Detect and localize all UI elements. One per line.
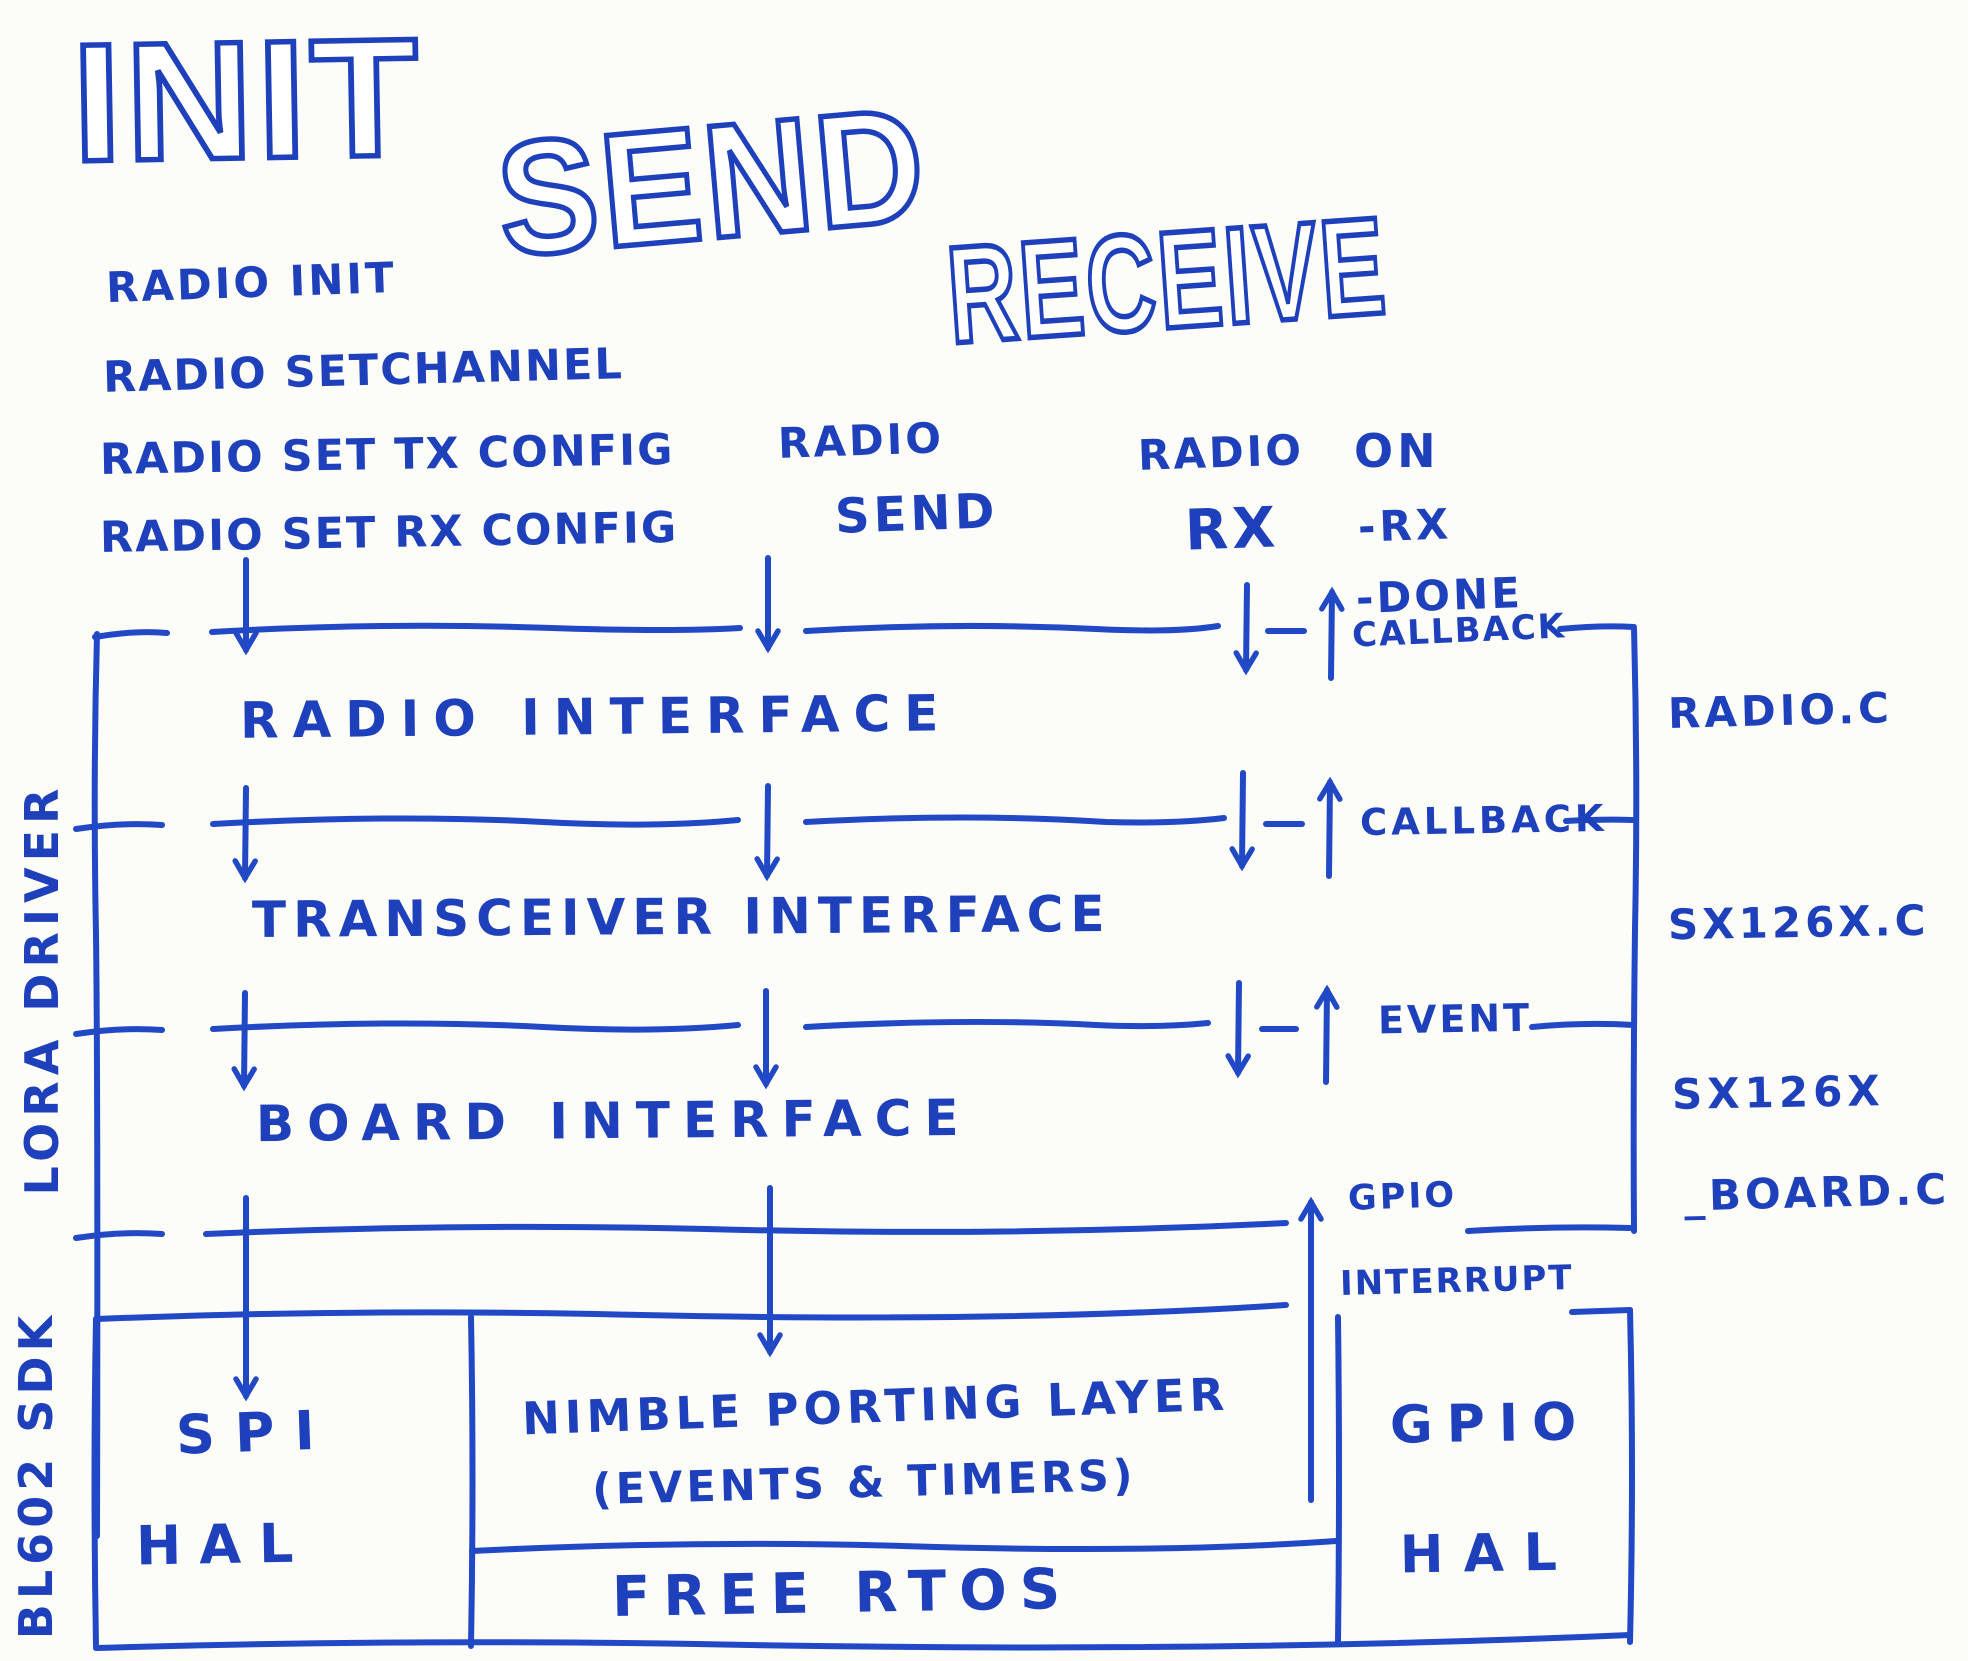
receive-event-rx: -RX xyxy=(1357,499,1453,552)
file-radio-c: RADIO.C xyxy=(1667,683,1894,738)
layer-board-interface: BOARD INTERFACE xyxy=(255,1088,972,1154)
init-call-radio-init: RADIO INIT xyxy=(105,252,398,313)
heading-init: INIT xyxy=(71,3,424,197)
edge-label-callback-1: CALLBACK xyxy=(1351,606,1567,656)
file-sx126x-board-c-line2: _BOARD.C xyxy=(1683,1164,1951,1221)
receive-call-line2: RX xyxy=(1183,495,1281,564)
side-label-lora-driver: LORA DRIVER xyxy=(15,782,69,1196)
side-label-bl602-sdk: BL602 SDK xyxy=(9,1310,63,1640)
layer-radio-interface: RADIO INTERFACE xyxy=(239,684,953,750)
init-call-radio-set-rx-config: RADIO SET RX CONFIG xyxy=(99,502,679,564)
freertos-label: FREE RTOS xyxy=(611,1556,1074,1631)
heading-receive: RECEIVE xyxy=(943,189,1393,373)
layer-transceiver-interface: TRANSCEIVER INTERFACE xyxy=(251,885,1112,949)
gpio-hal-line1: GPIO xyxy=(1389,1392,1591,1456)
file-sx126x-board-c-line1: SX126X xyxy=(1671,1066,1886,1119)
receive-call-line1: RADIO xyxy=(1137,425,1305,480)
edge-label-event: EVENT xyxy=(1377,995,1533,1043)
receive-event-on: ON xyxy=(1354,424,1440,478)
edge-label-gpio: GPIO xyxy=(1347,1175,1458,1219)
edge-label-callback-2: CALLBACK xyxy=(1359,796,1608,845)
gpio-hal-line2: HAL xyxy=(1399,1522,1578,1586)
spi-hal-line1: SPI xyxy=(174,1398,336,1467)
spi-hal-line2: HAL xyxy=(135,1511,312,1578)
send-call-line1: RADIO xyxy=(777,413,945,468)
init-call-radio-set-tx-config: RADIO SET TX CONFIG xyxy=(99,424,675,486)
file-sx126x-c: SX126X.C xyxy=(1667,895,1930,950)
edge-label-interrupt: INTERRUPT xyxy=(1339,1257,1575,1305)
send-call-line2: SEND xyxy=(834,483,1000,545)
heading-send: SEND xyxy=(490,73,934,291)
